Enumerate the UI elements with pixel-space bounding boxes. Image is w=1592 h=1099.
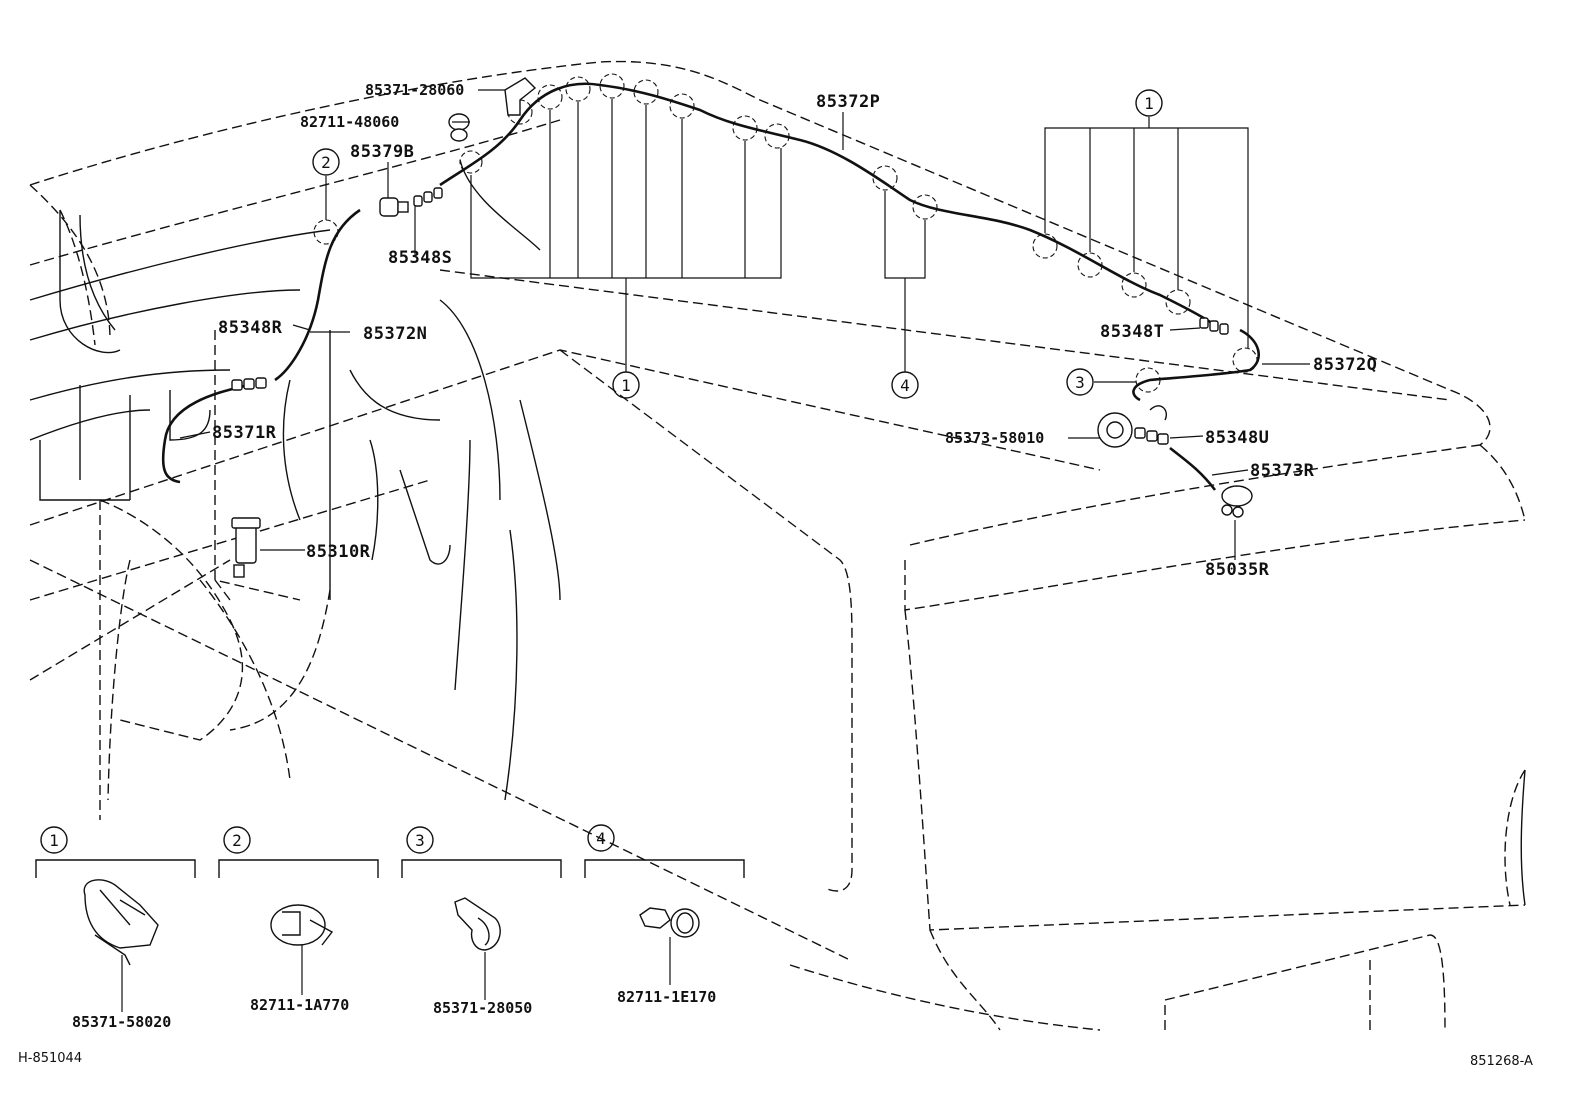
callout-4-text: 4 [900, 376, 910, 395]
label-85379B: 85379B [350, 142, 414, 162]
callout-3: 3 [1066, 368, 1094, 396]
legend-2-part: 82711-1A770 [250, 996, 349, 1014]
label-85348S: 85348S [388, 248, 452, 268]
callout-2-text: 2 [321, 153, 331, 172]
callout-3-text: 3 [1075, 373, 1085, 392]
legend-item-1: 1 85371-58020 [35, 826, 196, 1031]
callout-1-center: 1 [612, 371, 640, 399]
label-85348R: 85348R [218, 318, 283, 338]
legend-item-2: 2 82711-1A770 [218, 826, 379, 1014]
legend-item-4: 4 82711-1E170 [584, 824, 745, 1006]
clamp-85371-58020-icon [83, 879, 159, 966]
label-85373-58010: 85373-58010 [945, 429, 1044, 447]
legend-2-number: 2 [232, 831, 242, 850]
label-85373R: 85373R [1250, 461, 1315, 481]
label-85372P: 85372P [816, 92, 880, 112]
clamp-85371-28050-icon [454, 897, 501, 951]
label-85310R: 85310R [306, 542, 371, 562]
label-leader-lines [179, 89, 1310, 560]
callout-2: 2 [312, 148, 340, 176]
label-85348T: 85348T [1100, 322, 1164, 342]
label-85348U: 85348U [1205, 428, 1269, 448]
clip-82711-1E170-icon [639, 907, 700, 938]
legend-1-number: 1 [49, 831, 59, 850]
legend-4-number: 4 [596, 829, 606, 848]
footer-right-code: 851268-A [1470, 1054, 1533, 1069]
label-85035R: 85035R [1205, 560, 1270, 580]
interior-detail-lines [29, 159, 1526, 906]
legend-4-part: 82711-1E170 [617, 988, 716, 1006]
callout-bracket-lines [325, 99, 1249, 383]
label-85372N: 85372N [363, 324, 427, 344]
callout-1-top-text: 1 [1144, 94, 1154, 113]
footer-left-code: H-851044 [18, 1051, 82, 1066]
label-85371R: 85371R [212, 423, 277, 443]
label-85372Q: 85372Q [1313, 355, 1377, 375]
label-85371-28060: 85371-28060 [365, 81, 464, 99]
callout-4: 4 [891, 371, 919, 399]
vehicle-body-outline [29, 60, 1526, 1031]
callout-1-center-text: 1 [621, 376, 631, 395]
part-shapes [231, 77, 1253, 578]
legend-3-part: 85371-28050 [433, 999, 532, 1017]
part-number-labels: 85371-28060 82711-48060 85379B 85348S 85… [212, 81, 1377, 580]
label-82711-48060: 82711-48060 [300, 113, 399, 131]
clip-locator-circles [313, 73, 1258, 393]
legend-3-number: 3 [415, 831, 425, 850]
callout-1-top: 1 [1135, 89, 1163, 117]
clip-82711-1A770-icon [270, 904, 334, 946]
legend-1-part: 85371-58020 [72, 1013, 171, 1031]
legend-item-3: 3 85371-28050 [401, 826, 562, 1017]
front-washer-hose [161, 82, 1260, 491]
